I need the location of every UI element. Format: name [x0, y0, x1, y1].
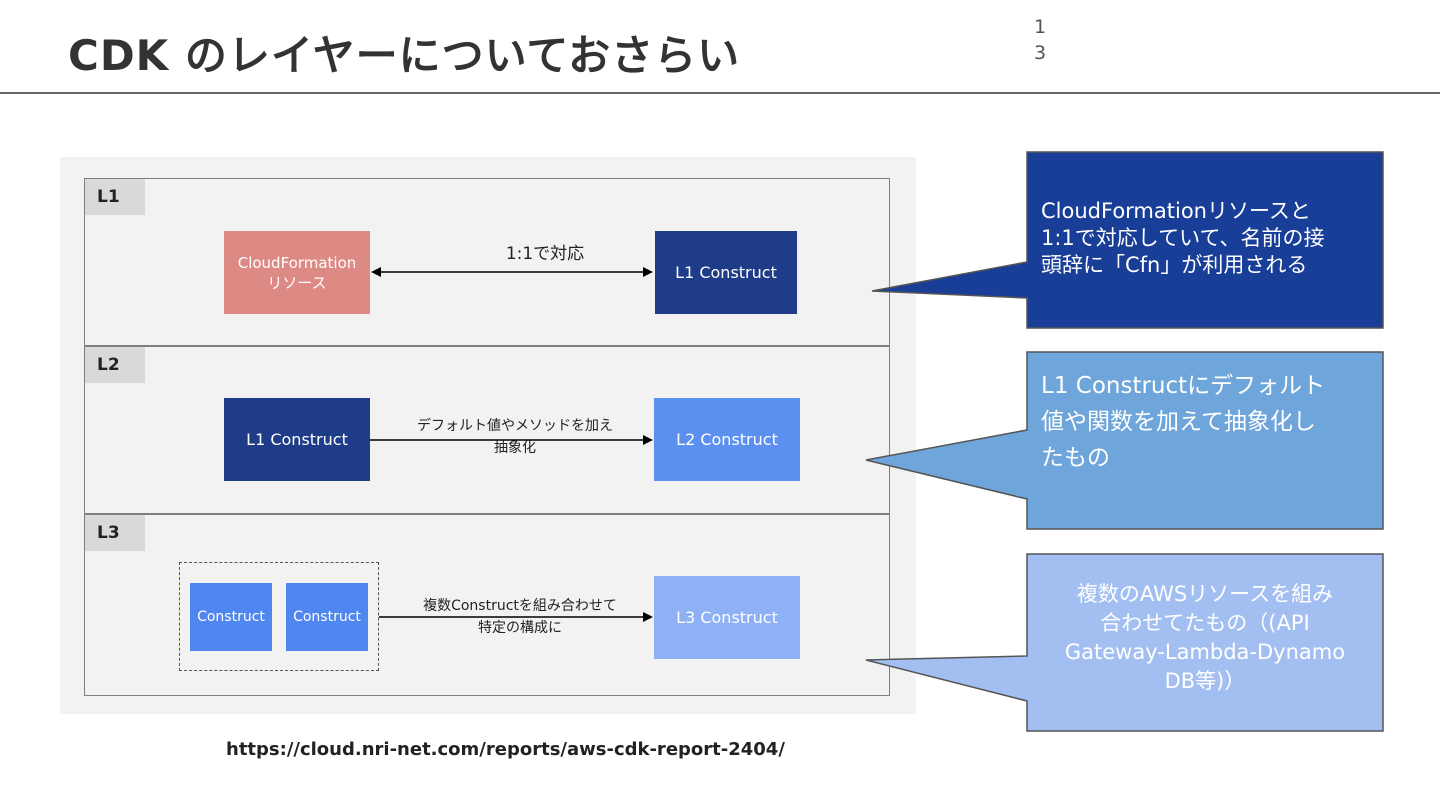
layer-l1-tag: L1 [85, 179, 145, 215]
callout-l1-shape [871, 151, 1384, 329]
l1-bidirectional-arrow [371, 267, 653, 277]
l3-arrow-label: 複数Constructを組み合わせて 特定の構成に [423, 598, 617, 636]
layer-l1-panel: L1 CloudFormation リソース 1:1で対応 L1 Constru… [84, 178, 890, 346]
page-number: 1 3 [1034, 16, 1047, 64]
callout-l3-text: 複数のAWSリソースを組み 合わせてたもの（(API Gateway-Lambd… [1064, 582, 1346, 693]
l2-arrow [370, 435, 653, 445]
l2-arrow-label: デフォルト値やメソッドを加え 抽象化 [417, 418, 613, 456]
callout-l2-shape [865, 351, 1384, 530]
slide-title: CDK のレイヤーについておさらい [68, 31, 741, 80]
cdk-layer-diagram: L1 CloudFormation リソース 1:1で対応 L1 Constru… [60, 157, 916, 714]
construct-box-1: Construct [190, 583, 272, 651]
l1-arrow-label: 1:1で対応 [505, 244, 585, 264]
l3-arrow [379, 612, 653, 622]
layer-l2-tag: L2 [85, 347, 145, 383]
construct-group-frame [179, 562, 379, 671]
l2-construct-box: L2 Construct [654, 398, 800, 481]
l3-construct-box: L3 Construct [654, 576, 800, 659]
callout-l2-text: L1 Constructにデフォルト 値や関数を加えて抽象化し たもの [1041, 373, 1326, 471]
layer-l2-panel: L2 L1 Construct デフォルト値やメソッドを加え 抽象化 L2 Co… [84, 346, 890, 514]
title-divider [0, 92, 1440, 94]
construct-box-2: Construct [286, 583, 368, 651]
callout-l1-text: CloudFormationリソースと 1:1で対応していて、名前の接 頭辞に「… [1041, 199, 1325, 277]
layer-l3-tag: L3 [85, 515, 145, 551]
layer-l3-panel: L3 Construct Construct 複数Constructを組み合わせ… [84, 514, 890, 696]
l1-construct-box: L1 Construct [655, 231, 797, 314]
callout-l3-shape [865, 553, 1384, 732]
cloudformation-resource-box: CloudFormation リソース [224, 231, 370, 314]
source-url[interactable]: https://cloud.nri-net.com/reports/aws-cd… [226, 739, 785, 760]
l2-source-l1-construct-box: L1 Construct [224, 398, 370, 481]
